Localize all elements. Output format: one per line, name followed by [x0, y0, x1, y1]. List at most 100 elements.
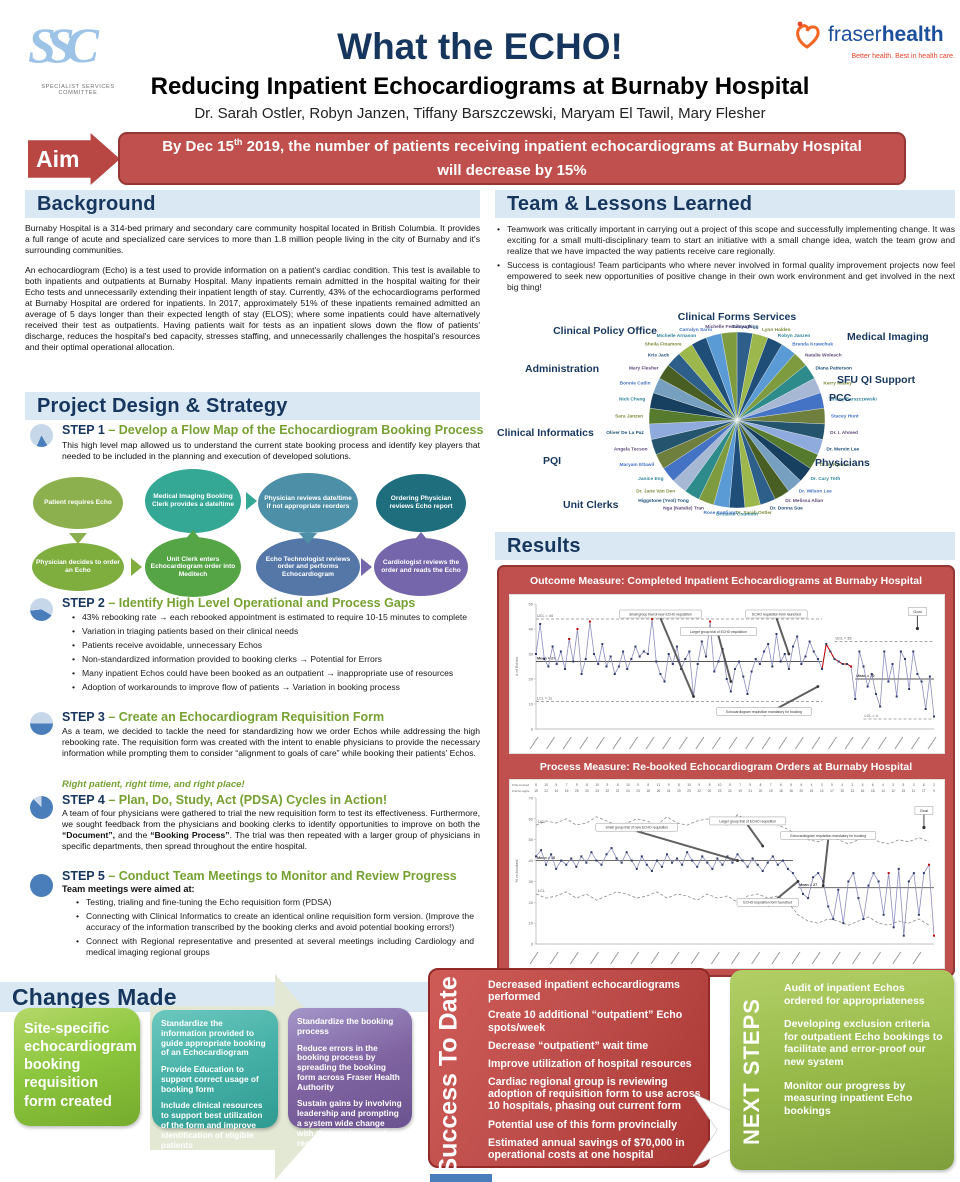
- table-cell: 3: [851, 783, 853, 787]
- data-point: [600, 863, 603, 866]
- annotation-connector: [659, 617, 695, 697]
- data-point: [858, 650, 861, 653]
- bullet-item: •Success is contagious! Team participant…: [497, 260, 955, 293]
- table-cell: 22: [728, 789, 732, 793]
- aim-text: By Dec 15: [162, 138, 234, 156]
- step2-progress-icon: [30, 598, 53, 621]
- pie-name-label: Dr. Jane Van Den: [636, 488, 675, 494]
- data-point: [870, 673, 873, 675]
- next-step-item: Developing exclusion criteria for outpat…: [784, 1018, 943, 1068]
- data-point: [663, 680, 666, 683]
- data-point: [659, 673, 662, 675]
- data-point: [701, 855, 704, 858]
- table-cell: 11: [912, 789, 916, 793]
- annotation-box: [736, 898, 799, 907]
- data-point: [892, 926, 895, 929]
- table-cell: 20: [585, 789, 589, 793]
- poster-authors: Dr. Sarah Ostler, Robyn Janzen, Tiffany …: [194, 105, 766, 122]
- data-point: [676, 857, 679, 860]
- table-cell: 24: [555, 789, 559, 793]
- step4-heading: STEP 4 – Plan, Do, Study, Act (PDSA) Cyc…: [62, 793, 388, 807]
- pie-group-label: Clinical Informatics: [497, 427, 594, 439]
- pie-name-label: Higgstone (Yvol) Tong: [638, 498, 689, 504]
- team-section-header: Team & Lessons Learned: [495, 190, 955, 218]
- data-point: [559, 650, 562, 653]
- table-cell: 21: [749, 789, 753, 793]
- data-point: [829, 650, 832, 653]
- bullet-dot: •: [497, 260, 501, 270]
- annotation-text: Larger group trial of ECHO requisition: [719, 819, 776, 823]
- pie-group-label: Administration: [525, 363, 599, 375]
- data-point: [584, 658, 587, 660]
- data-point: [920, 680, 923, 683]
- pie-name-label: Michelle Arnason: [657, 333, 697, 339]
- data-point: [857, 897, 860, 900]
- change-item: Standardize the booking process: [297, 1016, 394, 1036]
- data-point: [535, 855, 537, 858]
- data-point: [551, 645, 554, 648]
- pie-name-label: Maryam Eltawil: [620, 462, 655, 468]
- pie-name-label: Sheila Finamore: [645, 341, 682, 347]
- x-tick-mark: [678, 736, 688, 750]
- svg-text:Mean = 27: Mean = 27: [799, 883, 817, 887]
- table-cell: 8: [760, 783, 762, 787]
- data-point: [684, 658, 687, 660]
- x-tick-mark: [695, 736, 705, 750]
- chart-y-label: % re-booked: [514, 860, 519, 883]
- x-tick-mark: [612, 736, 622, 750]
- pie-group-label: Unit Clerks: [563, 499, 619, 511]
- table-cell: 16: [565, 789, 569, 793]
- change-item: Standardize the information provided to …: [161, 1018, 266, 1058]
- flow-arrow-right: [131, 558, 142, 576]
- pie-group-label: Clinical Policy Office: [553, 325, 657, 337]
- bullet-text: Connect with Regional representative and…: [86, 936, 474, 957]
- results-section-header: Results: [495, 532, 955, 560]
- data-point: [754, 658, 757, 660]
- data-point: [590, 851, 593, 854]
- table-cell: 22: [698, 789, 702, 793]
- svg-text:LCL = 11: LCL = 11: [537, 697, 552, 701]
- table-cell: 6: [780, 783, 782, 787]
- table-cell: 9: [576, 783, 578, 787]
- data-point: [640, 855, 643, 858]
- step5-subheading: Team meetings were aimed at:: [62, 884, 195, 894]
- x-tick-mark: [670, 951, 680, 965]
- table-cell: 19: [534, 789, 538, 793]
- table-cell: 18: [871, 789, 875, 793]
- data-point: [665, 853, 668, 856]
- table-cell: 10: [626, 783, 630, 787]
- fraser-wordmark-light: fraser: [828, 23, 882, 46]
- table-cell: 24: [595, 789, 599, 793]
- data-point: [645, 863, 648, 866]
- pie-name-label: Carralyn Sarni: [679, 327, 712, 333]
- flow-node: Echo Technologist reviews order and perf…: [256, 538, 360, 596]
- data-point: [609, 655, 612, 658]
- data-point: [635, 867, 638, 870]
- bullet-item: •Patients receive avoidable, unnecessary…: [72, 640, 474, 651]
- pie-name-label: Brenda Krawchuk: [792, 341, 833, 347]
- background-paragraph: Burnaby Hospital is a 314-bed primary an…: [25, 223, 480, 255]
- svg-text:10: 10: [529, 921, 534, 926]
- pie-group-label: Medical Imaging: [847, 331, 929, 343]
- table-cell: 14: [820, 789, 824, 793]
- x-tick-mark: [546, 736, 555, 750]
- data-point: [642, 650, 645, 653]
- pie-name-label: Angela Tecson: [614, 447, 648, 453]
- annotation-connector: [717, 635, 732, 682]
- data-point: [750, 670, 753, 673]
- table-cell: 11: [657, 783, 661, 787]
- table-cell: 5: [902, 783, 904, 787]
- success-item: Decrease “outpatient” wait time: [488, 1039, 649, 1052]
- data-point: [711, 867, 714, 870]
- data-point-red: [887, 872, 890, 875]
- data-point: [646, 653, 649, 655]
- data-point: [766, 861, 769, 864]
- annotation-text: ECHO requisition form launched: [752, 612, 801, 616]
- table-cell: 5: [862, 783, 864, 787]
- table-cell: 7: [566, 783, 568, 787]
- bullet-dot: •: [72, 654, 76, 664]
- data-point: [862, 665, 865, 668]
- success-items: Decreased inpatient echocardiograms perf…: [488, 979, 702, 1167]
